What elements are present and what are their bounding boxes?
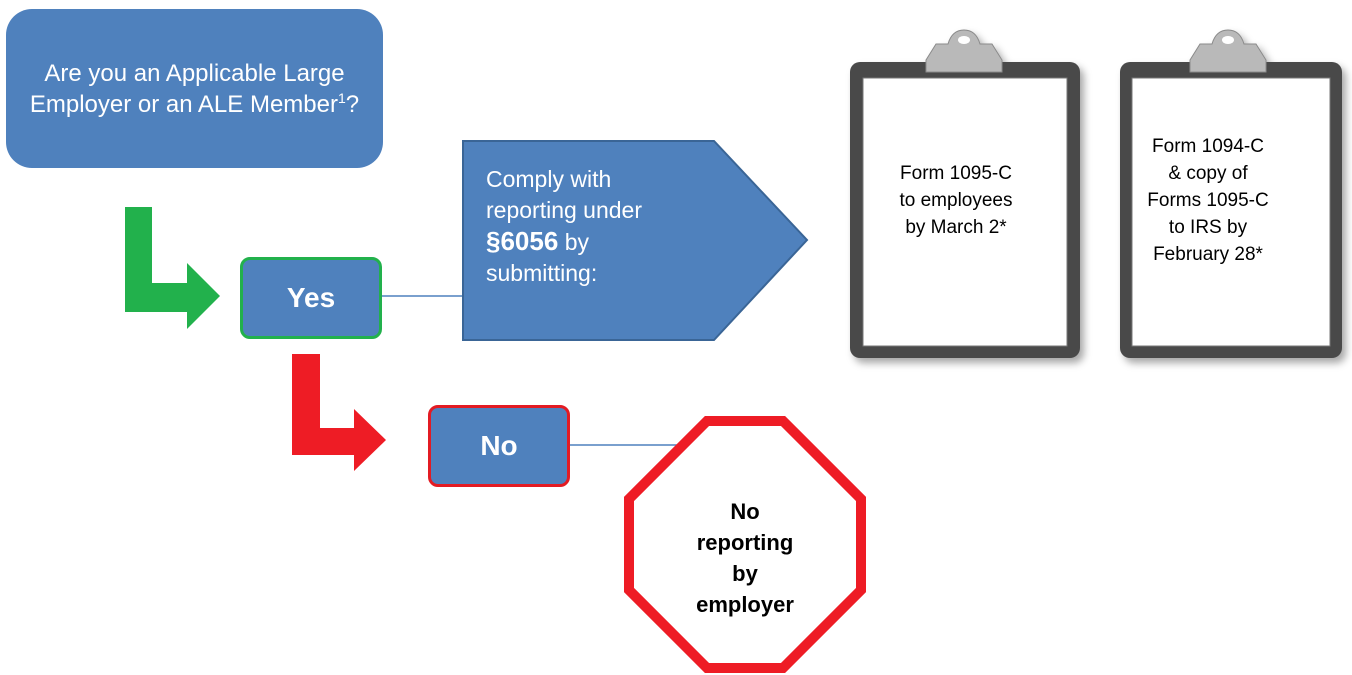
clipboard-2-icon — [1120, 29, 1342, 358]
stop-octagon — [624, 416, 866, 673]
clipboard-1-icon — [850, 29, 1080, 358]
clipboard-1-text: Form 1095-C to employees by March 2* — [899, 163, 1013, 238]
section-reference: §6056 — [486, 226, 559, 256]
stop-sign-text: No reporting by employer — [696, 499, 794, 617]
green-arrow-icon — [125, 207, 220, 329]
yes-label: Yes — [286, 282, 336, 313]
question-box: Are you an Applicable Large Employer or … — [6, 9, 383, 168]
yes-box: Yes — [240, 257, 382, 339]
footnote-marker: 1 — [337, 89, 346, 106]
comply-arrow-shape — [462, 140, 809, 341]
clipboard-2-text: Form 1094-C & copy of Forms 1095-C to IR… — [1147, 136, 1269, 265]
question-text: Are you an Applicable Large Employer or … — [29, 59, 360, 118]
no-box: No — [428, 405, 570, 487]
red-arrow-icon — [292, 354, 386, 471]
no-label: No — [480, 430, 518, 461]
comply-text: Comply with reporting under §6056 by sub… — [486, 166, 642, 286]
